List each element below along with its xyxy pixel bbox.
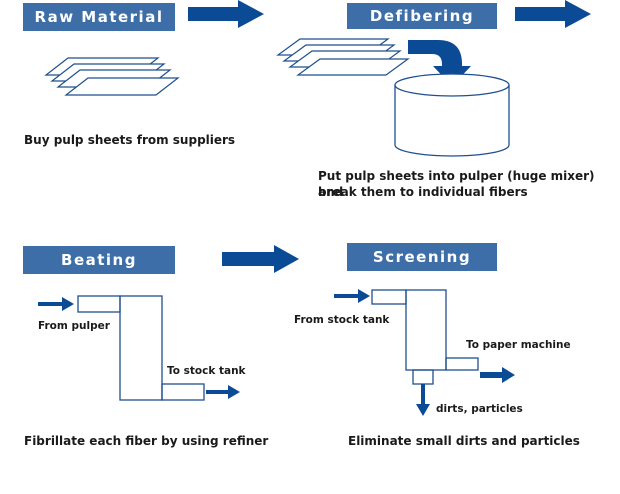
pulp-sheets-defibering-icon [276,38,410,76]
screening-reject-arrow-icon [416,384,430,416]
screening-input-label: From stock tank [294,314,390,326]
flow-arrow-2-icon [515,0,591,28]
defibering-description-line1: Put pulp sheets into pulper (huge mixer)… [318,169,595,199]
flow-arrow-3-icon [222,245,299,273]
flow-arrow-1-icon [188,0,264,28]
beating-output-label: To stock tank [167,365,247,377]
pulp-sheets-icon [44,57,180,96]
refiner-schematic [77,295,205,401]
beating-input-arrow-icon [38,297,74,311]
screening-output-arrow-icon [480,367,515,383]
beating-output-arrow-icon [206,385,240,399]
raw-material-description: Buy pulp sheets from suppliers [24,133,236,147]
step-title-raw-material: Raw Material [23,3,175,31]
beating-description: Fibrillate each fiber by using refiner [24,434,269,448]
pulper-cylinder-icon [394,73,510,157]
step-title-defibering: Defibering [347,3,497,29]
screen-schematic [371,289,479,385]
screening-reject-label: dirts, particles [436,403,523,415]
screening-output-label: To paper machine [466,339,571,351]
beating-input-label: From pulper [38,320,111,332]
screening-input-arrow-icon [334,289,370,303]
defibering-description-line2: break them to individual fibers [318,185,528,199]
step-title-screening: Screening [347,243,497,271]
screening-description: Eliminate small dirts and particles [348,434,580,448]
step-title-beating: Beating [23,246,175,274]
